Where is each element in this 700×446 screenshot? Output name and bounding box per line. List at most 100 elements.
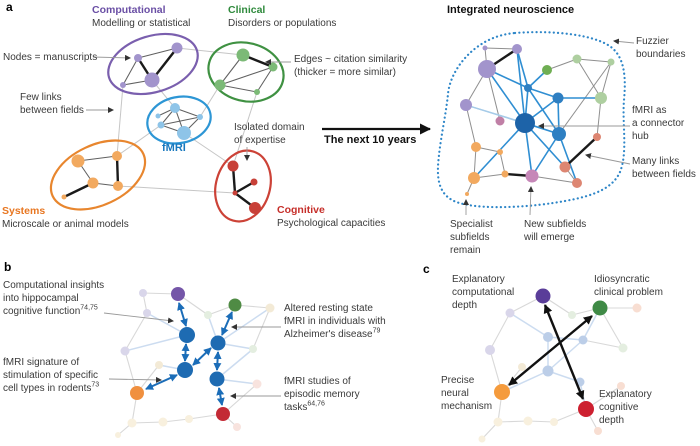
node-c-cf9: [594, 427, 602, 435]
node-right-n16: [468, 172, 480, 184]
node-a-r2: [232, 190, 238, 196]
double-arrow-b-3: [192, 347, 212, 366]
edge-cf0-cf4: [489, 312, 511, 351]
node-right-n11: [515, 113, 535, 133]
node-c-cf10: [617, 382, 625, 390]
edge-n5-n6: [546, 58, 578, 71]
node-right-n5: [542, 65, 552, 75]
node-a-r3: [249, 202, 261, 214]
edge-cg-cf3: [599, 307, 624, 349]
node-c-cp: [535, 288, 551, 304]
node-a-s4: [61, 194, 67, 200]
edge-c2-c3: [219, 84, 258, 93]
double-arrow-b-0: [177, 302, 188, 327]
node-a-f4: [155, 113, 161, 119]
node-right-n20: [572, 178, 582, 188]
edge-n13-n19: [564, 136, 598, 168]
edge-p3-s1: [116, 84, 124, 157]
node-c-cf0: [505, 308, 515, 318]
node-a-s0: [71, 154, 85, 168]
node-a-p2: [144, 72, 160, 88]
edge-bf1-bf4: [124, 312, 148, 352]
double-arrow-b-1: [221, 311, 233, 336]
node-a-f1: [197, 114, 203, 120]
node-b-bf5: [155, 361, 163, 369]
edge-p1-c0: [176, 47, 244, 56]
pointer-line-10: [108, 376, 162, 383]
label-fmri: fMRI: [162, 142, 186, 154]
node-b-bf4: [120, 346, 130, 356]
node-right-n4: [495, 116, 505, 126]
node-b-bf0: [139, 289, 147, 297]
node-a-f0: [170, 103, 180, 113]
node-right-n2: [478, 60, 496, 78]
node-c-cf6: [493, 417, 503, 427]
node-right-n18: [465, 192, 469, 196]
node-a-p3: [120, 82, 126, 88]
edge-cf6-cf7: [497, 420, 529, 423]
heading-systems: Systems: [2, 205, 46, 217]
node-c-cf3: [618, 343, 628, 353]
double-arrow-b-2: [181, 343, 190, 362]
edge-n20-n21: [531, 175, 578, 184]
edge-bf6-bb4: [216, 348, 254, 380]
heading-computational: Computational: [92, 4, 166, 16]
edge-f2-s1: [116, 124, 162, 157]
heading-cognitive: Cognitive: [277, 204, 325, 216]
edge-f2-f1: [160, 116, 201, 126]
edge-n12-n21: [531, 133, 560, 177]
node-right-n8: [595, 92, 607, 104]
node-right-n14: [471, 142, 481, 152]
node-a-c2: [214, 79, 226, 91]
edge-bf4-bo: [124, 350, 138, 394]
node-b-bf9: [158, 417, 168, 427]
edge-s1-s3: [115, 155, 120, 187]
node-b-bg: [228, 298, 242, 312]
node-b-bf6: [249, 345, 257, 353]
node-right-n3: [460, 99, 472, 111]
node-b-bf1: [143, 309, 151, 317]
annotation-edges-citation: Edges ~ citation similarity(thicker = mo…: [294, 54, 408, 78]
edge-n12-n20: [558, 133, 578, 184]
node-right-n13: [593, 133, 601, 141]
node-a-r1: [250, 178, 258, 186]
node-a-s2: [87, 177, 99, 189]
node-a-f2: [157, 121, 165, 129]
pointer-line-9: [103, 312, 174, 324]
node-c-cf4: [485, 345, 495, 355]
subheading-clinical: Disorders or populations: [228, 18, 337, 29]
node-right-n9: [524, 84, 532, 92]
edge-r2-r1: [234, 180, 255, 195]
node-right-n21: [525, 169, 539, 183]
node-b-bb2: [210, 335, 226, 351]
node-a-f3: [177, 126, 191, 140]
heading-clinical: Clinical: [228, 4, 266, 16]
edge-p3-p0: [122, 57, 139, 86]
node-a-s3: [113, 181, 123, 191]
node-a-p1: [171, 42, 183, 54]
node-c-cf11: [478, 435, 486, 443]
node-a-s1: [112, 151, 122, 161]
edge-bf4-bb1: [124, 334, 188, 352]
node-c-cg: [592, 300, 608, 316]
edge-c2-f1: [199, 84, 221, 118]
network-a: [49, 32, 285, 223]
node-b-br: [216, 407, 230, 421]
edge-n13-n8: [596, 97, 602, 138]
network-right: [460, 44, 615, 196]
node-a-c3: [254, 89, 260, 95]
edge-n1-n9: [516, 48, 529, 89]
node-right-n12: [552, 127, 566, 141]
